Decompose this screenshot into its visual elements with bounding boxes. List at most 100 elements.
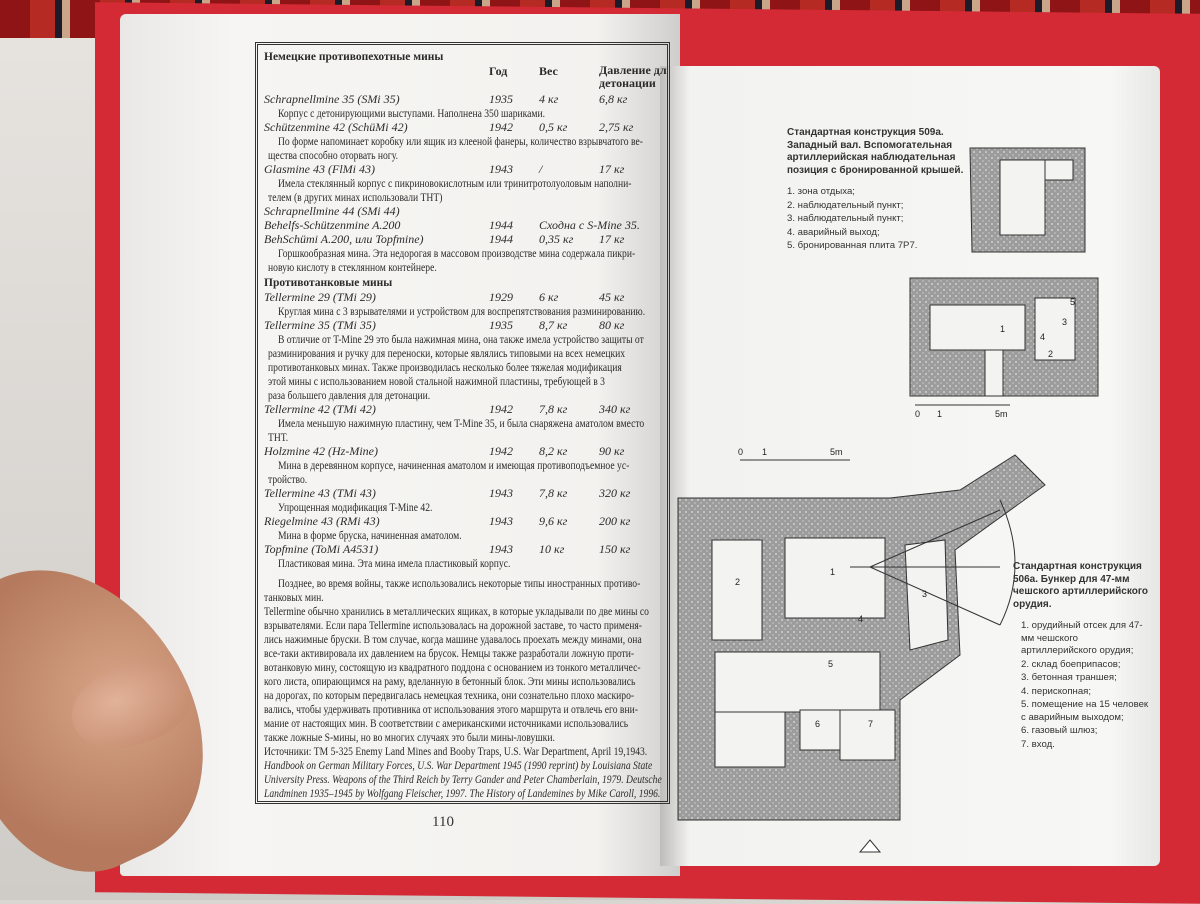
mine-pressure: 45 кг [599,290,625,304]
paragraph-line: танковых мин. [264,590,324,604]
left-page [120,14,680,876]
paragraph-line-text: Tellermine обычно хранились в металличес… [264,604,649,618]
paragraph-line: взрывателями. Если пара Tellermine испол… [264,618,642,632]
mine-description: раза большего давления для детонации. [268,388,430,402]
paragraph-line-text: вотанковую мину, состоящую из квадратног… [264,660,641,674]
sources-line-text: University Press. Weapons of the Third R… [264,772,662,786]
mine-pressure: 150 кг [599,542,631,556]
mine-description-text: В отличие от T-Mine 29 это была нажимная… [278,332,644,346]
mine-name-text: BehSchümi A.200, или Topfmine) [264,232,424,246]
room-label: 3 [922,589,927,599]
mine-description-text: Имела стеклянный корпус с пикриновокисло… [278,176,632,190]
paragraph-line-text: мание от настоящих мин. В соответствии с… [264,716,629,730]
room-label: 2 [735,577,740,587]
mine-year: 1944 [489,218,513,232]
figure2-text: Стандартная конструкция 506а. Бункер для… [1013,561,1153,752]
mine-description: В отличие от T-Mine 29 это была нажимная… [278,332,644,346]
paragraph-line-text: вались, чтобы удерживать противника от и… [264,702,638,716]
plan-509a [909,277,1099,406]
legend-item: 5. помещение на 15 человек с аварийным в… [1021,699,1149,723]
mine-name-text: Topfmine (ToMi A4531) [264,542,379,556]
mine-weight: 8,2 кг [539,444,568,458]
room-label: 5 [828,659,833,669]
paragraph-line: все-таки активировала их давлением на бр… [264,646,634,660]
mine-description-text: щества способно оторвать ногу. [268,148,398,162]
mine-description: новую кислоту в стеклянном контейнере. [268,260,437,274]
mine-description-text: Упрощенная модификация T-Mine 42. [278,500,433,514]
paragraph-line: мание от настоящих мин. В соответствии с… [264,716,628,730]
section-title-text: Противотанковые мины [264,277,393,289]
figure2-legend: 1. орудийный отсек для 47-мм чешского ар… [1013,620,1153,751]
legend-item: 1. орудийный отсек для 47-мм чешского ар… [1021,620,1143,656]
mine-pressure: 340 кг [599,402,631,416]
mine-description: этой мины с использованием новой стально… [268,374,605,388]
mine-year: 1935 [489,92,513,106]
paragraph-line: на дорогах, по которым передвигалась нем… [264,688,634,702]
scale-label: 1 [762,447,767,457]
legend-item: 4. аварийный выход; [787,226,880,238]
mine-weight: 6 кг [539,290,559,304]
mine-weight: Сходна с S-Mine 35. [539,218,640,232]
mine-description-text: Корпус с детонирующими выступами. Наполн… [278,106,546,120]
mine-description: Пластиковая мина. Эта мина имела пластик… [278,556,510,570]
scale-label: 5m [830,447,843,457]
scale-label: 0 [738,447,743,457]
paragraph-line-text: взрывателями. Если пара Tellermine испол… [264,618,643,632]
paragraph-line: Tellermine обычно хранились в металличес… [264,604,649,618]
figure1-legend: 1. зона отдыха;2. наблюдательный пункт;3… [787,186,967,253]
mine-year: 1935 [489,318,513,332]
mine-description-text: раза большего давления для детонации. [268,388,431,402]
plan-509a-section [969,147,1086,253]
section-title-text: Немецкие противопехотные мины [264,51,444,63]
mine-weight: 0,35 кг [539,232,574,246]
mine-description: разминирования и ручку для переноски, ко… [268,346,625,360]
room-label: 3 [1062,317,1067,327]
room-label: 1 [830,567,835,577]
mine-pressure: 2,75 кг [599,120,634,134]
mine-name-text: Schrapnellmine 44 (SMi 44) [264,204,400,218]
mine-name-text: Riegelmine 43 (RMi 43) [264,514,380,528]
sources-line-text: Источники: TM 5-325 Enemy Land Mines and… [264,744,648,758]
mine-description: ТНТ. [268,430,288,444]
mine-name-text: Tellermine 42 (TMi 42) [264,402,376,416]
mine-description: Мина в форме бруска, начиненная аматолом… [278,528,462,542]
mine-year: 1929 [489,290,513,304]
mine-description: телем (в других минах использовали ТНТ) [268,190,442,204]
paragraph-line: лись нажимные бруски. В том случае, когд… [264,632,642,646]
plan-506a [677,454,1046,853]
sources-line: Landminen 1935–1945 by Wolfgang Fleische… [264,786,660,800]
mine-description-text: телем (в других минах использовали ТНТ) [268,190,443,204]
mine-year: 1942 [489,402,513,416]
mine-description-text: противотанковых минах. Также производила… [268,360,622,374]
figure1-caption: Стандартная конструкция 509а. Западный в… [787,127,964,176]
mine-weight: 9,6 кг [539,514,568,528]
room-label: 7 [868,719,873,729]
mine-weight: 8,7 кг [539,318,568,332]
mine-description-text: разминирования и ручку для переноски, ко… [268,346,626,360]
scale-label: 5m [995,409,1008,419]
legend-item: 2. склад боеприпасов; [1021,658,1121,670]
mine-year: 1943 [489,514,513,528]
mine-name-text: Holzmine 42 (Hz-Mine) [264,444,378,458]
sources-line-text: Handbook on German Military Forces, U.S.… [264,758,653,772]
legend-item: 3. бетонная траншея; [1021,672,1117,683]
mine-weight: 4 кг [539,92,559,106]
room-label: 5 [1070,297,1075,307]
mine-pressure: 17 кг [599,162,625,176]
room-label: 2 [1048,349,1053,359]
paragraph-line: также ложные S-мины, но во многих случая… [264,730,555,744]
room-label: 4 [1040,332,1045,342]
room-label: 1 [1000,324,1005,334]
mine-description-text: ТНТ. [268,430,289,444]
mine-year: 1942 [489,120,513,134]
